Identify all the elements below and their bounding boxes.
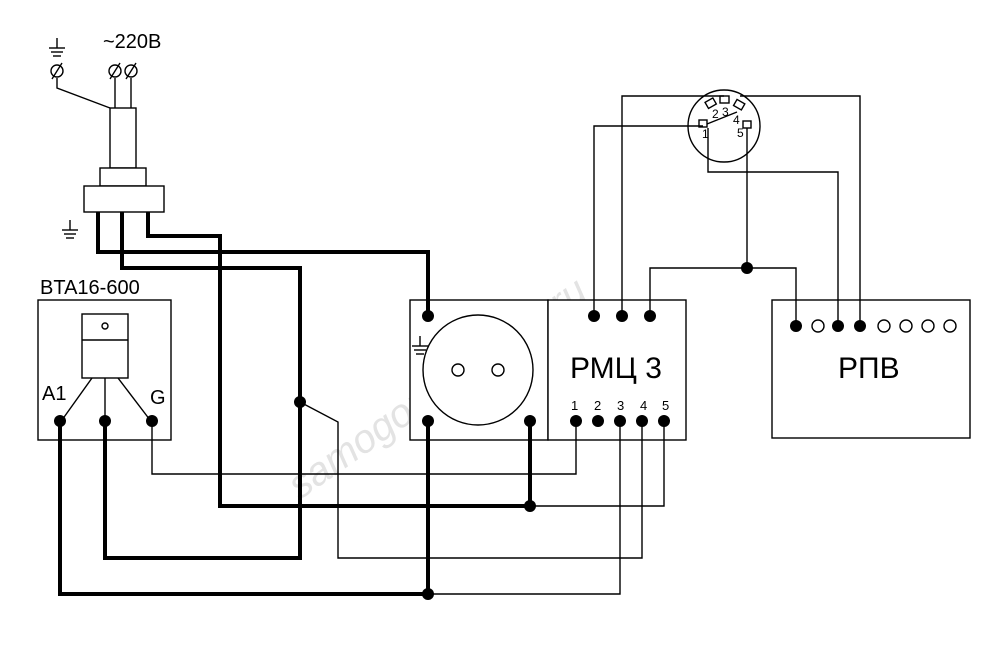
control-wires (151, 95, 861, 595)
rotary-switch: 1 2 3 4 5 (687, 89, 761, 163)
rpv-module: РПВ (771, 299, 971, 439)
rmc-terminal-label: 2 (594, 398, 601, 413)
rpv-label: РПВ (838, 352, 900, 385)
ground-icon (62, 220, 78, 239)
terminal-icon (108, 62, 122, 80)
switch-pin-label: 2 (712, 107, 719, 121)
connection-dots (54, 262, 866, 600)
mains-label: ~220B (103, 31, 161, 53)
ground-icon (49, 38, 65, 57)
rmc-terminal-label: 3 (617, 398, 624, 413)
mains-plug: ~220B (49, 31, 165, 239)
switch-pin-label: 3 (722, 105, 729, 119)
rmc-label: РМЦ 3 (570, 352, 662, 385)
g-label: G (150, 387, 166, 409)
power-wires (58, 212, 532, 596)
terminal-icon (50, 62, 64, 80)
switch-pin-label: 1 (702, 127, 709, 141)
rmc-terminal-label: 1 (571, 398, 578, 413)
a1-label: A1 (42, 383, 66, 405)
switch-pin-label: 5 (737, 126, 744, 140)
terminal-icon (124, 62, 138, 80)
socket-block (409, 299, 549, 441)
triac-label: BTA16-600 (40, 277, 140, 299)
rmc-terminal-label: 4 (640, 398, 647, 413)
ground-icon (412, 336, 428, 355)
switch-pin-label: 4 (733, 113, 740, 127)
rmc-terminal-label: 5 (662, 398, 669, 413)
